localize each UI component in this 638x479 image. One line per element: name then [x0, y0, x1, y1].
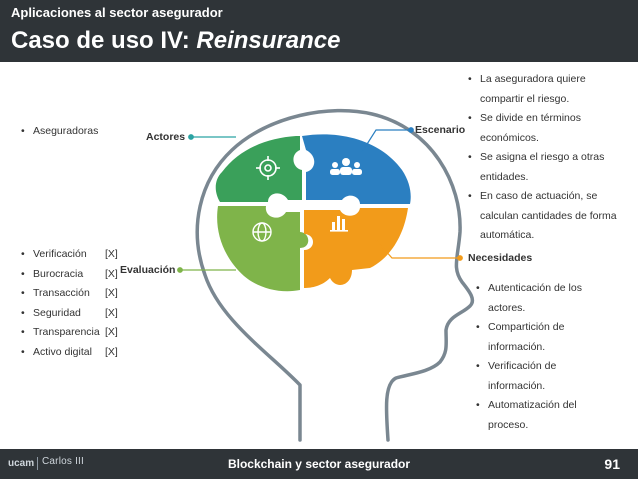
bar-chart-icon — [330, 216, 348, 232]
logo-carlos-iii: Carlos III — [36, 456, 85, 470]
puzzle-piece-green — [215, 136, 302, 202]
actors-list: Aseguradoras — [21, 122, 98, 142]
list-item: Burocracia[X] — [21, 265, 118, 285]
label-necesidades: Necesidades — [468, 252, 533, 264]
puzzle-piece-lightgreen — [217, 206, 309, 292]
label-actores: Actores — [146, 131, 186, 143]
section-kicker: Aplicaciones al sector asegurador — [11, 5, 223, 20]
title-emphasis: Reinsurance — [196, 27, 341, 54]
header-bar: Aplicaciones al sector asegurador Caso d… — [0, 0, 638, 62]
footer-logo: ucam Carlos III — [8, 456, 98, 474]
connector-actores — [188, 134, 236, 140]
footer-bar: ucam Carlos III Blockchain y sector aseg… — [0, 449, 638, 479]
globe-icon — [252, 222, 272, 242]
page-title: Caso de uso IV: Reinsurance — [11, 27, 340, 55]
puzzle-piece-orange — [304, 208, 408, 288]
people-icon — [330, 158, 362, 175]
list-item: Seguridad[X] — [21, 304, 118, 324]
list-item: Transparencia[X] — [21, 323, 118, 343]
label-escenario: Escenario — [415, 124, 466, 136]
target-icon — [256, 156, 280, 180]
list-item: Transacción[X] — [21, 284, 118, 304]
evaluation-list: Verificación[X] Burocracia[X] Transacció… — [21, 245, 118, 362]
page-number: 91 — [604, 456, 620, 472]
list-item: Aseguradoras — [21, 122, 98, 142]
connector-escenario — [361, 127, 414, 153]
title-main: Caso de uso IV: — [11, 27, 197, 54]
footer-title: Blockchain y sector asegurador — [227, 457, 411, 471]
connector-necesidades — [375, 239, 463, 261]
connector-evaluacion — [177, 267, 236, 273]
label-evaluacion: Evaluación — [120, 264, 176, 276]
head-outline — [195, 108, 475, 442]
logo-ucam: ucam — [8, 458, 35, 469]
list-item: Activo digital[X] — [21, 343, 118, 363]
list-item: Verificación[X] — [21, 245, 118, 265]
